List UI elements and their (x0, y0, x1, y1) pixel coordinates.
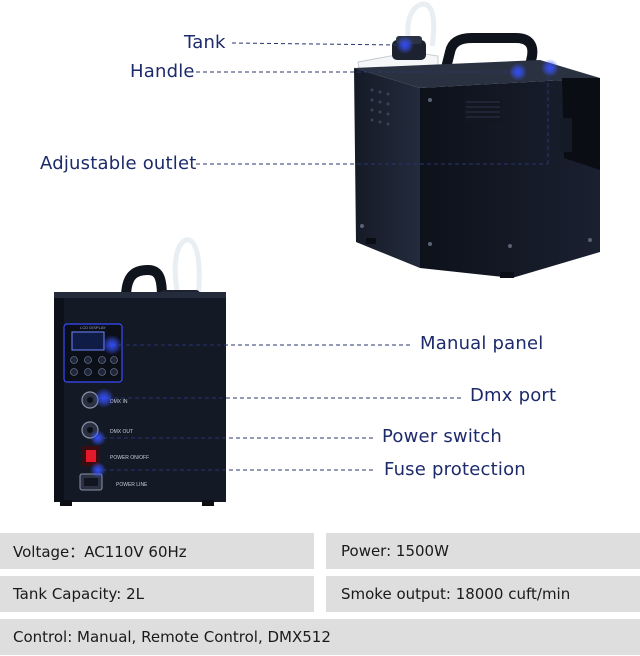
callout-dmx-port: Dmx port (470, 385, 557, 406)
callout-power-switch: Power switch (382, 426, 503, 447)
spec-power-text: Power: 1500W (341, 542, 449, 560)
fog-machine-top (354, 1, 600, 278)
spec-smoke-output: Smoke output: 18000 cuft/min (326, 576, 640, 612)
spec-voltage: Voltage：AC110V 60Hz (0, 533, 314, 569)
power-onoff-label: POWER ON/OFF (110, 455, 149, 461)
spec-tank-capacity: Tank Capacity: 2L (0, 576, 314, 612)
spec-tank-capacity-text: Tank Capacity: 2L (13, 585, 145, 603)
dmx-out-label: DMX OUT (110, 429, 133, 435)
dmx-in-label: DMX IN (110, 399, 128, 405)
spec-smoke-output-text: Smoke output: 18000 cuft/min (341, 585, 571, 603)
fog-machine-front: LCD DISPLAY DMX IN DMX OUT POWER ON/OFF … (54, 237, 226, 506)
callout-dots (90, 36, 559, 478)
callout-tank: Tank (184, 32, 226, 53)
spec-control-text: Control: Manual, Remote Control, DMX512 (13, 628, 331, 646)
spec-voltage-text: Voltage：AC110V 60Hz (13, 542, 187, 561)
callout-adjustable-outlet: Adjustable outlet (40, 153, 197, 174)
callout-manual-panel: Manual panel (420, 333, 544, 354)
spec-control: Control: Manual, Remote Control, DMX512 (0, 619, 640, 655)
callout-lines (96, 42, 549, 471)
callout-fuse-protection: Fuse protection (384, 459, 526, 480)
lcd-display-label: LCD DISPLAY (80, 325, 106, 330)
spec-power: Power: 1500W (326, 533, 640, 569)
power-line-label: POWER LINE (116, 482, 148, 488)
callout-handle: Handle (130, 61, 195, 82)
